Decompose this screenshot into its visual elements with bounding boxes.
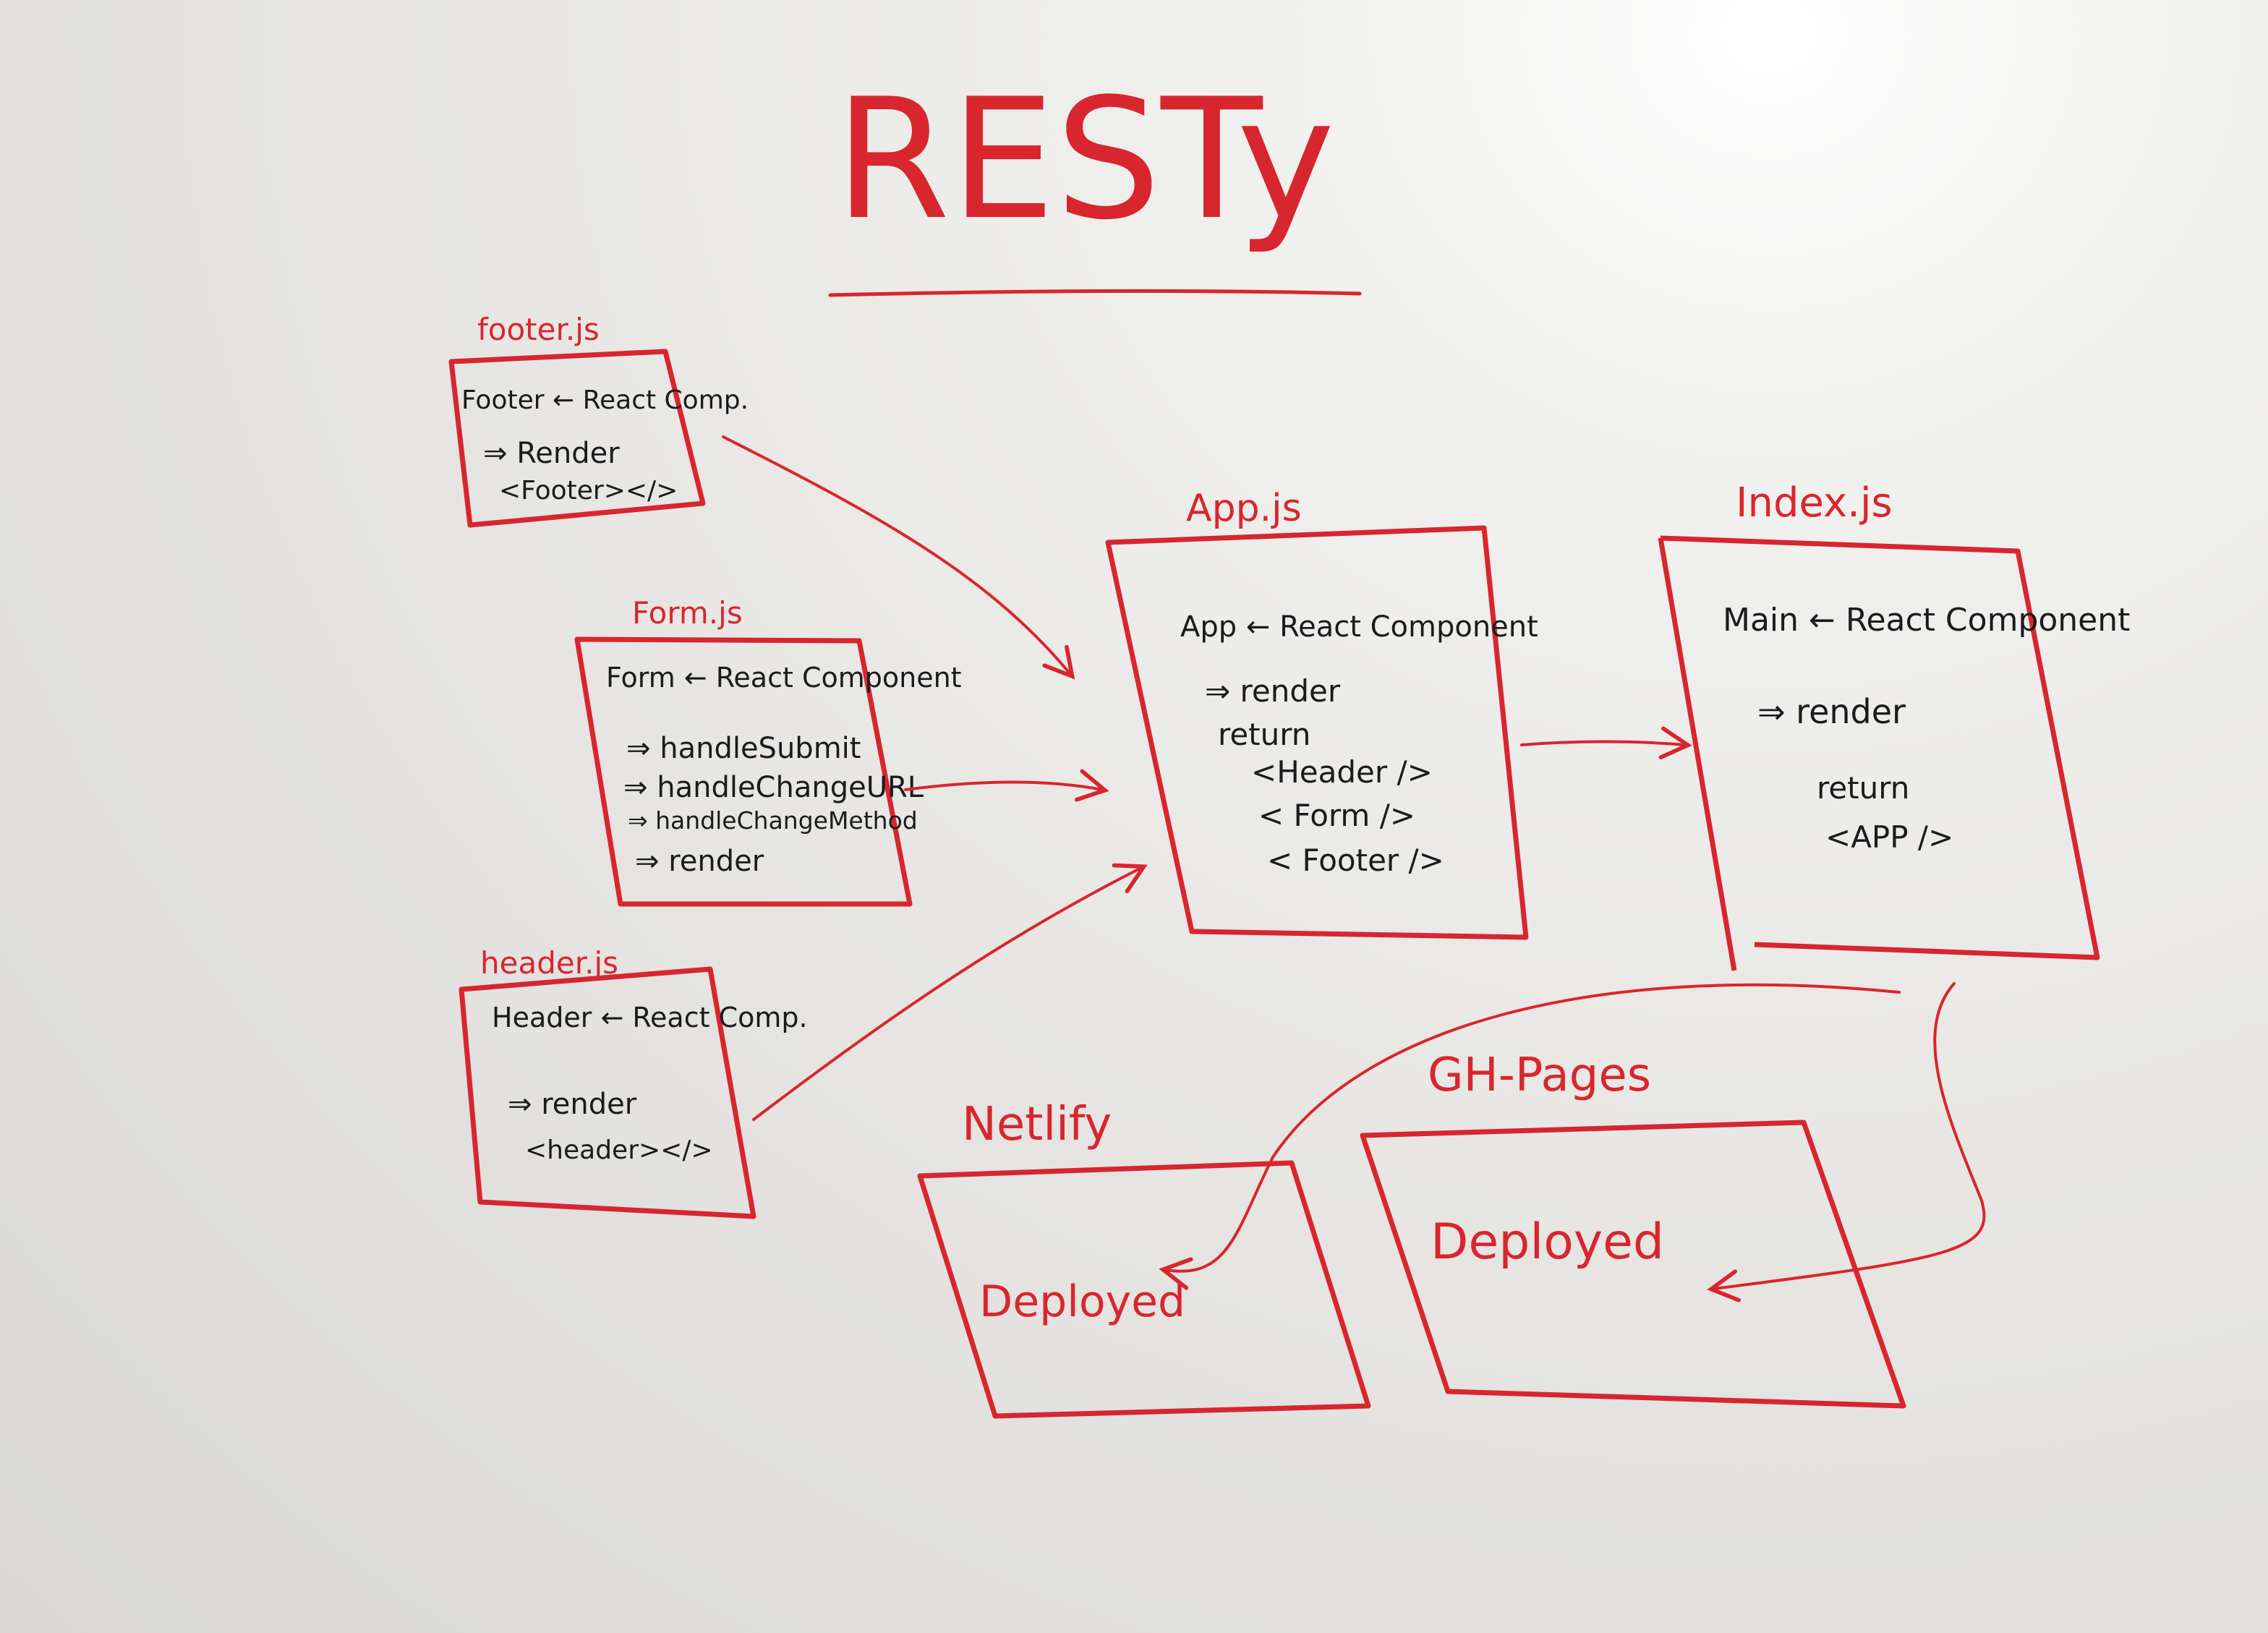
form-heading: Form ← React Component	[606, 662, 962, 694]
app-heading: App ← React Component	[1180, 610, 1538, 644]
form-line-4: ⇒ render	[635, 845, 764, 878]
app-box	[1105, 525, 1529, 940]
arrow-index-to-netlify	[1159, 983, 1901, 1290]
app-line-3: <Header />	[1251, 754, 1433, 790]
form-line-1: ⇒ handleSubmit	[626, 732, 861, 765]
netlify-label: Netlify	[962, 1098, 1112, 1151]
ghpages-label: GH-Pages	[1428, 1049, 1651, 1102]
index-line-3: <APP />	[1825, 819, 1953, 855]
title-underline	[828, 289, 1362, 297]
header-line-2: <header></>	[525, 1135, 713, 1165]
arrow-header-to-app	[752, 863, 1148, 1121]
index-box	[1658, 535, 2100, 971]
arrow-app-to-index	[1520, 726, 1692, 759]
diagram-title: RESTy	[835, 64, 1335, 257]
netlify-status: Deployed	[979, 1276, 1185, 1327]
footer-heading: Footer ← React Comp.	[461, 385, 749, 415]
form-line-2: ⇒ handleChangeURL	[623, 771, 924, 804]
header-heading: Header ← React Comp.	[492, 1002, 808, 1033]
footer-line-2: <Footer></>	[499, 476, 678, 506]
netlify-box	[917, 1160, 1371, 1419]
arrow-footer-to-app	[722, 435, 1075, 680]
footer-box	[448, 349, 706, 528]
header-line-1: ⇒ render	[508, 1088, 637, 1121]
index-heading: Main ← React Component	[1723, 602, 2130, 639]
form-filename: Form.js	[632, 595, 743, 631]
index-line-1: ⇒ render	[1757, 692, 1906, 731]
app-line-1: ⇒ render	[1205, 673, 1341, 709]
ghpages-box	[1360, 1120, 1906, 1409]
header-filename: header.js	[480, 945, 618, 981]
app-filename: App.js	[1186, 487, 1302, 530]
index-line-2: return	[1817, 770, 1909, 806]
app-line-4: < Form />	[1258, 798, 1415, 833]
app-line-5: < Footer />	[1267, 843, 1444, 878]
ghpages-status: Deployed	[1431, 1214, 1664, 1271]
arrow-index-to-ghpages	[1707, 982, 1986, 1302]
form-line-3: ⇒ handleChangeMethod	[628, 806, 918, 835]
footer-filename: footer.js	[477, 312, 600, 347]
index-filename: Index.js	[1736, 479, 1893, 526]
arrow-form-to-app	[904, 769, 1109, 802]
footer-line-1: ⇒ Render	[483, 437, 620, 470]
form-box	[574, 636, 913, 907]
header-box	[459, 966, 756, 1219]
app-line-2: return	[1218, 717, 1310, 752]
